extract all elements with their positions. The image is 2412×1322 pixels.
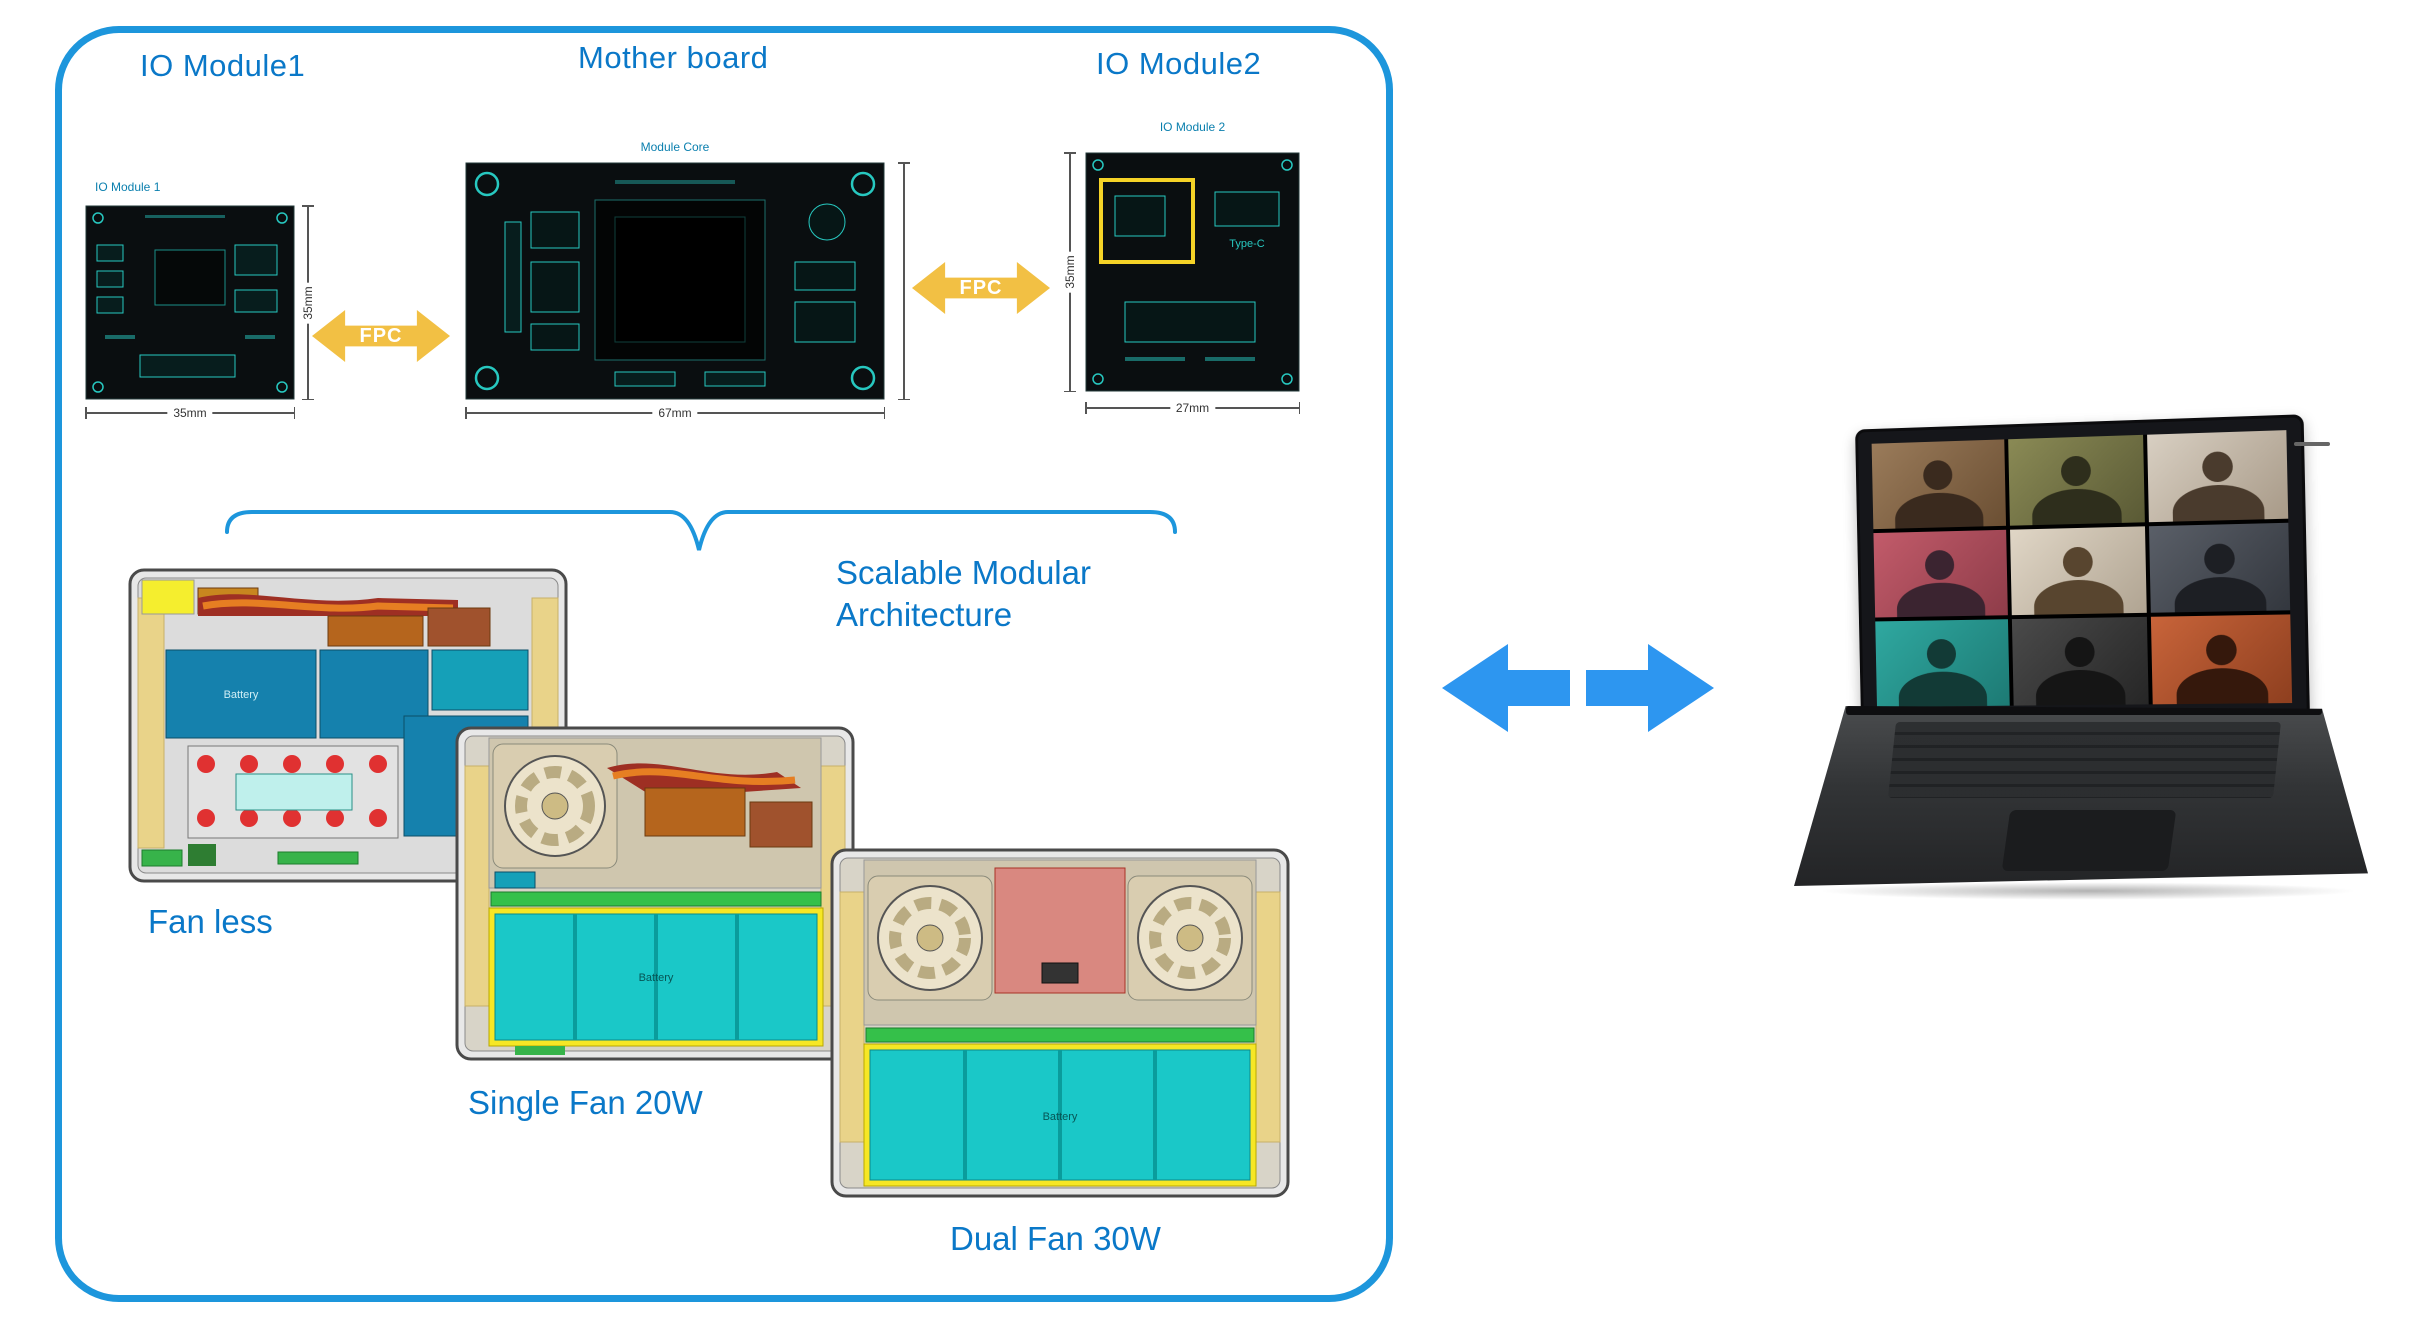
dim-io-module1-width: 35mm — [85, 405, 295, 421]
coin-cell — [809, 204, 845, 240]
person-head — [2064, 637, 2094, 667]
person-head — [2063, 546, 2093, 577]
dim-motherboard-width: 67mm — [465, 405, 885, 421]
laptop-shadow — [1818, 882, 2358, 900]
person-head — [1923, 460, 1953, 490]
pcb-strip — [491, 892, 821, 906]
person-body — [2172, 484, 2265, 522]
person-body — [2174, 576, 2267, 613]
person-body — [1895, 492, 1983, 529]
fan-left — [868, 876, 992, 1000]
fpc-connector — [1125, 302, 1255, 342]
laptop-keyboard — [1888, 722, 2281, 798]
single-fan-layout: Battery — [455, 726, 855, 1066]
antenna-strip-left — [138, 598, 164, 848]
video-tile — [1875, 620, 2009, 707]
single-fan-label: Single Fan 20W — [468, 1084, 703, 1122]
video-tile — [2151, 615, 2292, 705]
person-body — [2034, 579, 2125, 616]
fpc-left-label: FPC — [360, 325, 403, 348]
dim-motherboard-height — [896, 162, 912, 400]
person-head — [2061, 456, 2091, 487]
fanless-label: Fan less — [148, 903, 273, 941]
person-body — [2035, 670, 2126, 706]
io-module2-board-caption: IO Module 2 — [1085, 120, 1300, 134]
battery-label: Battery — [1043, 1111, 1078, 1123]
motherboard-board-caption: Module Core — [465, 140, 885, 154]
yellow-module — [142, 580, 194, 614]
type-c-port — [1215, 192, 1279, 226]
person-body — [2032, 488, 2123, 526]
architecture-label: Scalable Modular Architecture — [836, 552, 1166, 636]
dim-io-module2-height: 35mm — [1062, 152, 1078, 392]
io-module1-title: IO Module1 — [140, 48, 305, 84]
antenna-strip-right — [1256, 892, 1280, 1142]
antenna-strip-left — [465, 766, 489, 1006]
laptop-touchpad — [2002, 810, 2177, 871]
motherboard-title: Mother board — [578, 40, 768, 76]
video-tile — [1872, 439, 2006, 528]
battery-label: Battery — [224, 689, 259, 701]
main-chip — [155, 250, 225, 305]
fpc-right-label: FPC — [960, 277, 1003, 300]
dual-fan-layout: Battery — [830, 848, 1290, 1203]
video-tile — [1873, 529, 2007, 617]
person-head — [2202, 451, 2233, 482]
person-head — [1925, 550, 1955, 580]
video-tile — [2008, 435, 2145, 526]
bidirectional-arrow-icon — [1442, 640, 1714, 741]
video-tile — [2010, 526, 2147, 616]
dual-fan-label: Dual Fan 30W — [950, 1220, 1161, 1258]
video-tile — [2147, 430, 2288, 522]
dim-io-module2-width: 27mm — [1085, 400, 1300, 416]
laptop-photo — [1790, 408, 2370, 908]
person-body — [1899, 671, 1987, 706]
fan — [493, 744, 617, 868]
person-body — [1897, 582, 1985, 618]
stray-dash — [2294, 442, 2330, 446]
person-head — [2204, 543, 2235, 574]
video-tile — [2149, 522, 2290, 613]
io-module2-pcb: Type-C — [1085, 152, 1300, 392]
io-module1-board-caption: IO Module 1 — [95, 180, 160, 194]
pcb-strip — [866, 1028, 1254, 1042]
antenna-strip-left — [840, 892, 864, 1142]
io-module2-title: IO Module2 — [1096, 46, 1261, 82]
video-grid — [1872, 430, 2293, 707]
person-body — [2176, 668, 2269, 704]
fpc-connector-left — [505, 222, 521, 332]
battery-label: Battery — [639, 972, 674, 984]
laptop-base — [1794, 706, 2368, 886]
type-c-label: Type-C — [1229, 238, 1265, 250]
laptop-screen — [1855, 414, 2310, 722]
fpc-connector — [140, 355, 235, 377]
person-head — [1927, 639, 1957, 669]
video-tile — [2012, 617, 2149, 705]
dim-io-module1-height: 35mm — [300, 205, 316, 400]
fan-right — [1128, 876, 1252, 1000]
motherboard-pcb — [465, 162, 885, 400]
io-module1-pcb — [85, 205, 295, 400]
person-head — [2205, 635, 2236, 666]
